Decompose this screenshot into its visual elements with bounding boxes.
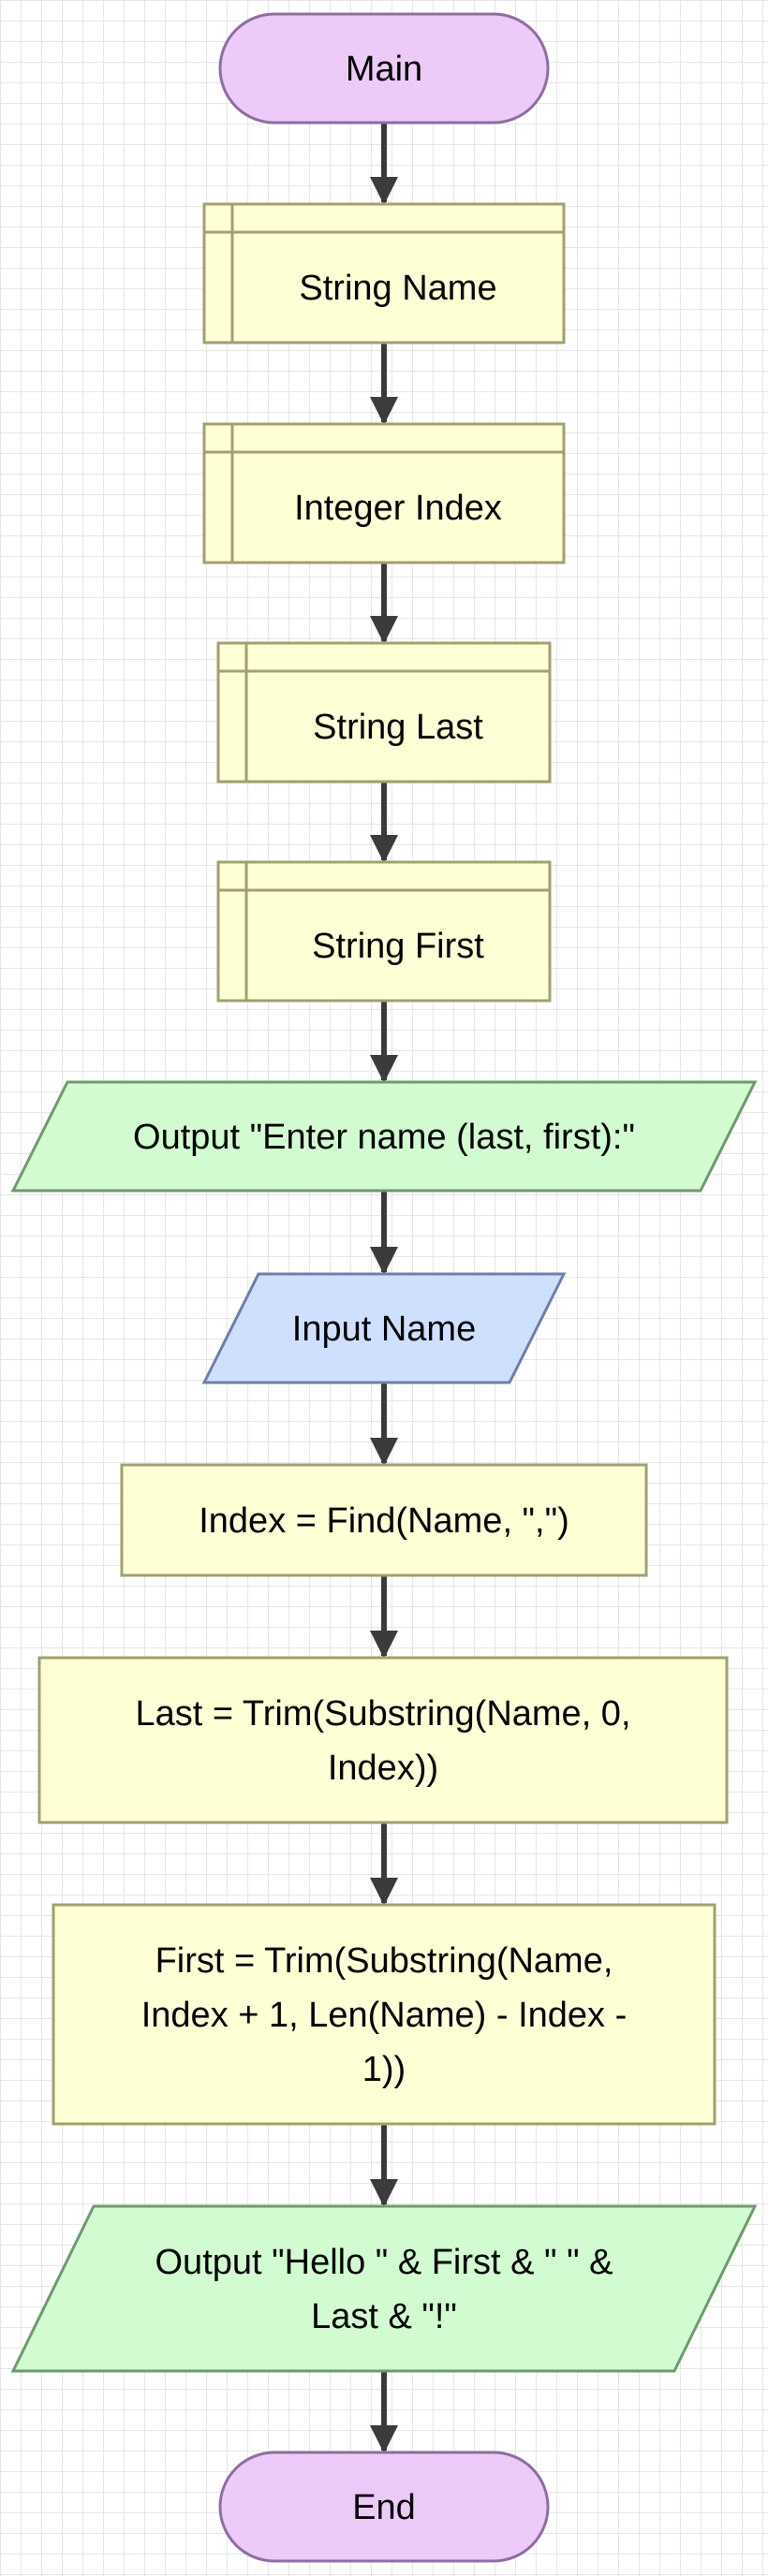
process-shape (52, 1903, 716, 2126)
declare-shape (216, 860, 552, 1003)
node-assign-first-label-line-2: 1)) (362, 2050, 406, 2089)
output-shape (10, 1080, 758, 1193)
node-assign-first-label-line-1: Index + 1, Len(Name) - Index - (141, 1996, 628, 2035)
node-assign-last-label-line-0: Last = Trim(Substring(Name, 0, (135, 1694, 630, 1734)
node-output-prompt[interactable]: Output "Enter name (last, first):" (10, 1080, 758, 1193)
node-output-hello[interactable]: Output "Hello " & First & " " & Last & "!… (10, 2204, 758, 2373)
node-input-name[interactable]: Input Name (201, 1272, 567, 1384)
node-start[interactable]: Main (218, 12, 550, 124)
node-output-hello-label-line-1: Last & "!" (311, 2297, 457, 2336)
node-output-prompt-label-line-0: Output "Enter name (last, first):" (133, 1118, 635, 1157)
declare-shape (202, 422, 566, 564)
node-decl-last-label-line-0: String Last (313, 708, 483, 747)
process-shape (37, 1656, 729, 1824)
declare-shape (202, 202, 566, 344)
node-decl-first[interactable]: String First (216, 860, 552, 1003)
node-output-hello-label-line-0: Output "Hello " & First & " " & (155, 2243, 613, 2282)
node-assign-first-label-line-0: First = Trim(Substring(Name, (155, 1941, 613, 1981)
terminal-shape (218, 2451, 550, 2563)
node-assign-last[interactable]: Last = Trim(Substring(Name, 0, Index)) (37, 1656, 729, 1824)
node-decl-name-label-line-0: String Name (299, 269, 496, 308)
node-input-name-label-line-0: Input Name (292, 1310, 476, 1349)
declare-shape (216, 641, 552, 783)
node-decl-index[interactable]: Integer Index (202, 422, 566, 564)
node-end[interactable]: End (218, 2451, 550, 2563)
node-decl-last[interactable]: String Last (216, 641, 552, 783)
node-decl-index-label-line-0: Integer Index (294, 489, 502, 528)
node-assign-index[interactable]: Index = Find(Name, ",") (120, 1463, 648, 1577)
node-assign-index-label-line-0: Index = Find(Name, ",") (199, 1501, 569, 1541)
node-assign-last-label-line-1: Index)) (328, 1749, 438, 1788)
node-assign-first[interactable]: First = Trim(Substring(Name, Index + 1, L… (52, 1903, 716, 2126)
process-shape (120, 1463, 648, 1577)
output-shape (10, 2204, 758, 2373)
node-end-label-line-0: End (352, 2488, 416, 2527)
node-decl-name[interactable]: String Name (202, 202, 566, 344)
node-decl-first-label-line-0: String First (312, 927, 484, 966)
input-shape (201, 1272, 567, 1384)
node-start-label-line-0: Main (346, 50, 422, 89)
terminal-shape (218, 12, 550, 124)
